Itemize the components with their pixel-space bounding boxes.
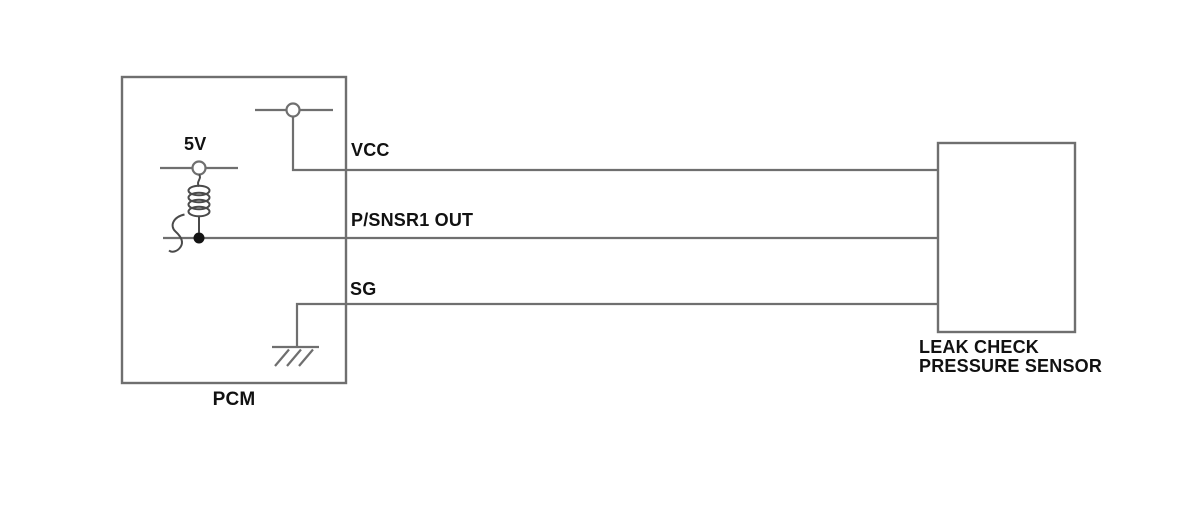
sensor-label: LEAK CHECK PRESSURE SENSOR xyxy=(919,338,1102,376)
vcc-wire xyxy=(291,116,938,172)
sensor-label-line1: LEAK CHECK xyxy=(919,337,1040,357)
pcm-label: PCM xyxy=(212,389,256,410)
pin-label-vcc: VCC xyxy=(351,140,390,160)
vcc-terminal-icon xyxy=(285,102,301,118)
supply-5v-terminal-icon xyxy=(191,160,207,176)
symbols xyxy=(168,173,211,253)
wires xyxy=(160,108,938,367)
wire-curl-icon xyxy=(168,213,185,253)
sg-wire xyxy=(295,302,938,347)
resistor-icon xyxy=(187,173,211,233)
sensor-box xyxy=(936,141,1077,334)
pin-label-sg: SG xyxy=(350,279,377,299)
terminals xyxy=(191,102,301,176)
junction-dot-icon xyxy=(193,232,205,244)
ground-icon xyxy=(272,345,319,367)
supply-5v-label: 5V xyxy=(184,134,207,154)
pin-label-psnsr1-out: P/SNSR1 OUT xyxy=(351,210,474,230)
sensor-label-line2: PRESSURE SENSOR xyxy=(919,356,1103,376)
pcm-box xyxy=(120,75,348,385)
